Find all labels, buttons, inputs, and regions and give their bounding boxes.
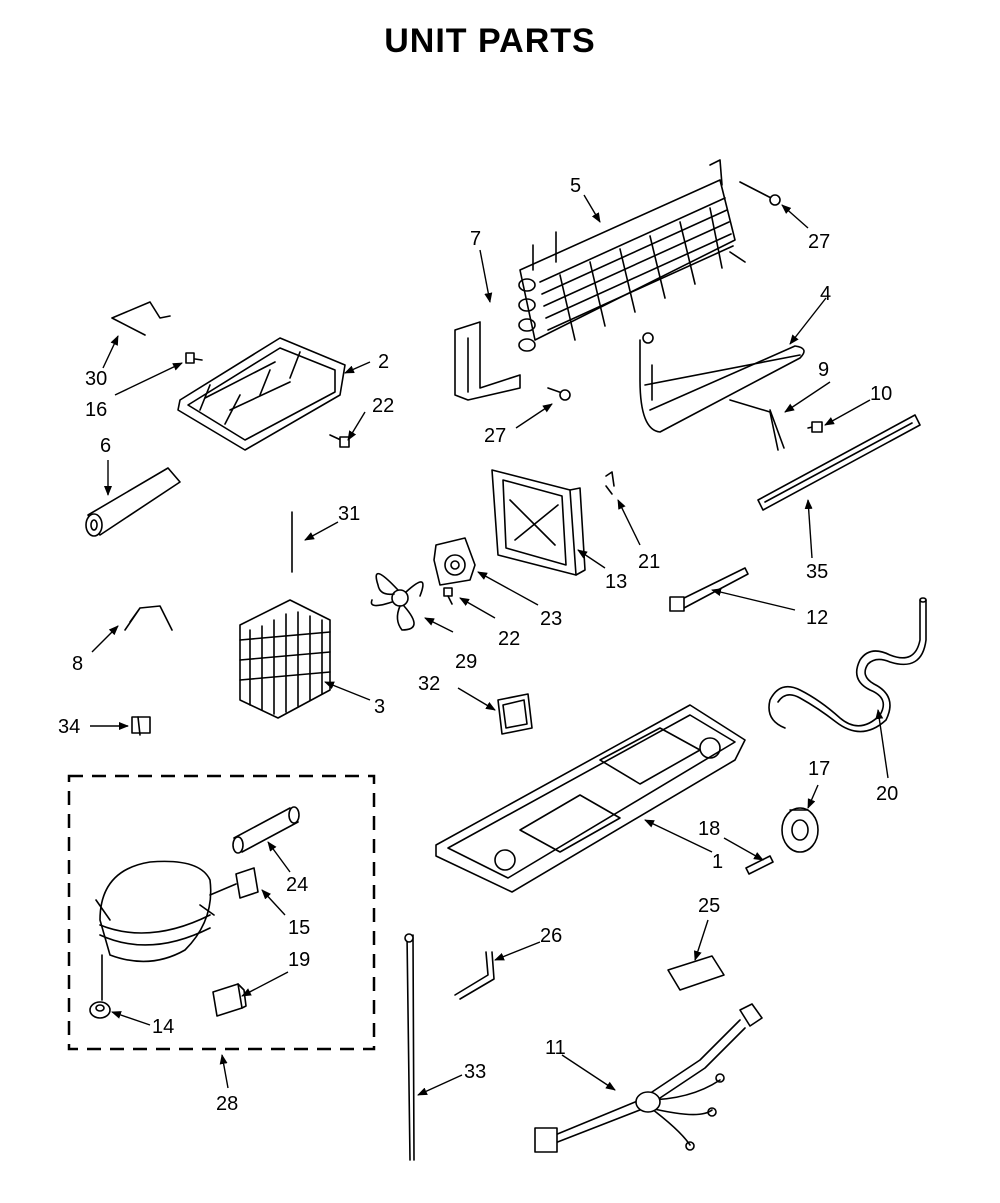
- callout-22-motor: 22: [498, 628, 520, 650]
- bracket-26: [454, 951, 495, 1000]
- callout-24: 24: [286, 874, 308, 896]
- drain-rod: [404, 933, 415, 1161]
- roller-wheel: [781, 807, 819, 853]
- callout-3: 3: [374, 696, 385, 718]
- callout-9: 9: [818, 359, 829, 381]
- screw-27-top: [739, 181, 781, 206]
- callout-labels: 5 7 27 4 9 10 27 2 22 30 16 6 31 8 3 29 …: [58, 175, 898, 1115]
- callout-17: 17: [808, 758, 830, 780]
- callout-31: 31: [338, 503, 360, 525]
- overload-protector: [212, 983, 247, 1017]
- cable-tie: [669, 567, 749, 612]
- callout-2: 2: [378, 351, 389, 373]
- callout-7: 7: [470, 228, 481, 250]
- screw-27-bottom: [547, 387, 571, 401]
- clip-21: [605, 471, 615, 495]
- machine-base: [435, 704, 746, 893]
- callout-26: 26: [540, 925, 562, 947]
- fan-blade: [370, 572, 424, 631]
- compressor-kit-box: [67, 774, 376, 1051]
- callout-10: 10: [870, 383, 892, 405]
- callout-16: 16: [85, 399, 107, 421]
- gasket: [497, 693, 533, 735]
- leader-lines: [90, 194, 889, 1096]
- grommet: [89, 1001, 111, 1019]
- wire-harness: [534, 1003, 763, 1153]
- filter-dryer: [232, 806, 300, 854]
- callout-4: 4: [820, 283, 831, 305]
- clip-34: [131, 716, 151, 736]
- callout-15: 15: [288, 917, 310, 939]
- thermostat-wire: [729, 399, 785, 451]
- fan-motor: [433, 537, 476, 586]
- wire-clip-30: [111, 301, 171, 336]
- callout-33: 33: [464, 1061, 486, 1083]
- insulation-tube: [85, 467, 181, 537]
- compressor: [95, 860, 215, 1001]
- callout-13: 13: [605, 571, 627, 593]
- drain-tubing: [768, 597, 927, 733]
- callout-18: 18: [698, 818, 720, 840]
- pad-25: [667, 955, 725, 991]
- callout-20: 20: [876, 783, 898, 805]
- callout-27-top: 27: [808, 231, 830, 253]
- page-title: UNIT PARTS: [384, 22, 596, 60]
- callout-27-bottom: 27: [484, 425, 506, 447]
- condenser-coil: [239, 599, 331, 719]
- screw-16: [185, 352, 203, 364]
- callout-6: 6: [100, 435, 111, 457]
- callout-12: 12: [806, 607, 828, 629]
- fan-housing: [177, 337, 346, 451]
- drain-strip: [757, 414, 921, 511]
- screw-10: [807, 421, 823, 433]
- callout-28: 28: [216, 1093, 238, 1115]
- callout-30: 30: [85, 368, 107, 390]
- fan-shroud: [491, 469, 586, 576]
- callout-23: 23: [540, 608, 562, 630]
- defrost-heater: [639, 332, 805, 433]
- callout-29: 29: [455, 651, 477, 673]
- callout-11: 11: [545, 1037, 566, 1059]
- callout-32: 32: [418, 673, 440, 695]
- screw-22-motor: [443, 587, 453, 605]
- callout-5: 5: [570, 175, 581, 197]
- callout-25: 25: [698, 895, 720, 917]
- callout-22-housing: 22: [372, 395, 394, 417]
- screw-22-housing: [329, 434, 350, 448]
- callout-35: 35: [806, 561, 828, 583]
- callout-14: 14: [152, 1016, 174, 1038]
- evaporator-coil: [454, 159, 746, 401]
- callout-19: 19: [288, 949, 310, 971]
- callout-1: 1: [712, 851, 723, 873]
- clip-8: [124, 605, 173, 631]
- callout-34: 34: [58, 716, 80, 738]
- callout-8: 8: [72, 653, 83, 675]
- start-relay: [209, 867, 259, 899]
- callout-21: 21: [638, 551, 660, 573]
